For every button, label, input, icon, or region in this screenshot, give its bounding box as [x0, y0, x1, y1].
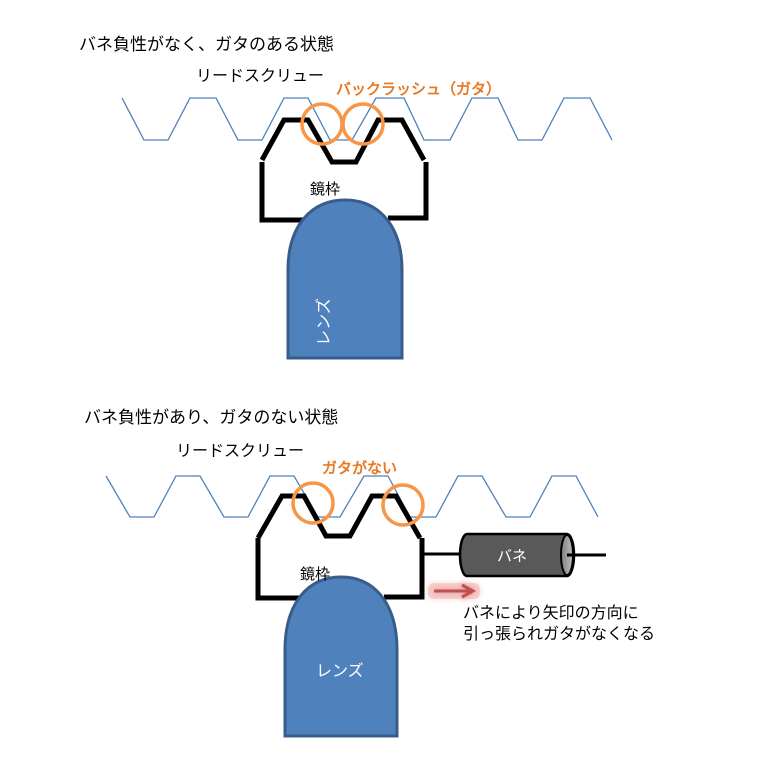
pull-direction-arrow	[428, 583, 480, 599]
no-backlash-circles	[291, 481, 425, 527]
lens-top	[286, 198, 404, 360]
top-screw-label: リードスクリュー	[196, 66, 325, 85]
spring-note-line1: バネにより矢印の方向に	[463, 603, 639, 622]
top-panel-title: バネ負性がなく、ガタのある状態	[79, 35, 334, 55]
no-backlash-callout: ガタがない	[322, 459, 398, 477]
bottom-frame-label: 鏡枠	[300, 565, 331, 583]
spring-label: バネ	[497, 547, 528, 565]
lens-frame-top	[259, 117, 429, 223]
bottom-screw-label: リードスクリュー	[176, 441, 305, 460]
backlash-callout: バックラッシュ（ガタ）	[336, 80, 502, 98]
top-lens-label: レンズ	[313, 298, 333, 346]
bottom-lens-label: レンズ	[316, 661, 364, 680]
contact-circle-right	[381, 483, 425, 527]
lens-bottom	[283, 575, 399, 738]
spring-note-line2: 引っ張られガタがなくなる	[463, 624, 656, 643]
spring-note: バネにより矢印の方向に 引っ張られガタがなくなる	[463, 602, 655, 644]
backlash-circle-right	[341, 102, 385, 146]
contact-circle-left	[291, 481, 335, 525]
bottom-panel-title: バネ負性があり、ガタのない状態	[84, 408, 339, 428]
lead-screw-thread-top	[121, 97, 613, 141]
lens-frame-bottom	[255, 493, 425, 601]
top-frame-label: 鏡枠	[310, 180, 341, 198]
lead-screw-thread-bottom	[105, 475, 599, 518]
backlash-circles	[300, 102, 385, 146]
